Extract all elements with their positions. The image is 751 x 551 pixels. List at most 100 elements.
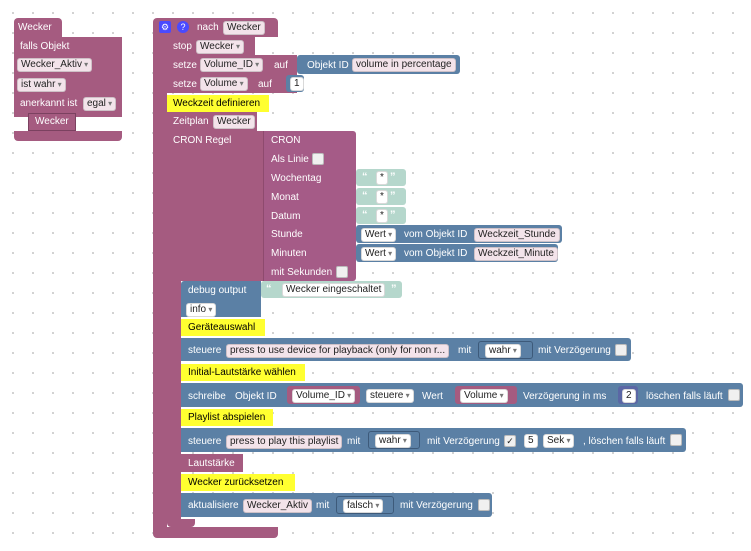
set2-label: setze xyxy=(173,79,197,90)
set2-number-field[interactable]: 1 xyxy=(290,77,304,91)
gear-icon[interactable]: ⚙ xyxy=(159,21,171,33)
trigger-condition-label: falls Objekt xyxy=(20,41,70,52)
comment-playlist-text: Playlist abspielen xyxy=(188,412,266,423)
comment-device[interactable] xyxy=(181,319,265,336)
hour-value-dropdown[interactable]: Wert xyxy=(361,228,397,242)
object-id-field[interactable]: volume in percentage xyxy=(352,58,456,72)
cron-month-label: Monat xyxy=(271,192,299,203)
ctrl2-unit-dropdown[interactable]: Sek xyxy=(543,434,575,448)
trigger-ack-label: anerkannt ist xyxy=(20,98,78,109)
schedule-inner-rail xyxy=(167,281,181,519)
ctrl1-label: steuere xyxy=(188,345,222,356)
month-star-field[interactable]: * xyxy=(376,190,388,204)
write-value-label: Wert xyxy=(422,391,443,402)
trigger-inner-block[interactable] xyxy=(28,113,76,131)
update-var-field[interactable]: Wecker_Aktiv xyxy=(243,499,312,513)
timeout-after-label: nach xyxy=(197,22,219,33)
ctrl2-number-field[interactable]: 5 xyxy=(524,434,538,448)
cron-title: CRON xyxy=(271,135,301,146)
comment-volume-text: Initial-Lautstärke wählen xyxy=(188,367,296,378)
comment-wake-text: Weckzeit definieren xyxy=(173,98,261,109)
ctrl1-with-label: mit xyxy=(458,345,472,356)
timeout-left-rail xyxy=(153,37,167,527)
debug-level-dropdown[interactable]: info xyxy=(186,303,217,317)
minute-from-object-label: vom Objekt ID xyxy=(404,248,468,259)
set1-variable-dropdown[interactable]: Volume_ID xyxy=(200,58,264,72)
cron-rule-label: CRON Regel xyxy=(173,135,232,146)
write-label: schreibe xyxy=(188,391,226,402)
minute-value-dropdown[interactable]: Wert xyxy=(361,247,397,261)
hour-object-field[interactable]: Weckzeit_Stunde xyxy=(474,228,560,242)
set2-variable-dropdown[interactable]: Volume xyxy=(200,77,248,91)
stop-name-dropdown[interactable]: Wecker xyxy=(196,40,244,54)
ctrl1-value-dropdown[interactable]: wahr xyxy=(485,344,521,358)
object-id-label: Objekt ID xyxy=(307,60,349,71)
ctrl2-with-label: mit xyxy=(347,436,361,447)
update-label: aktualisiere xyxy=(188,500,239,511)
comment-volume[interactable] xyxy=(181,364,305,381)
update-delay-label: mit Verzögerung xyxy=(400,500,473,511)
ctrl2-value-dropdown[interactable]: wahr xyxy=(375,434,411,448)
weekday-open-quote: “ xyxy=(362,171,368,183)
cron-block[interactable] xyxy=(263,131,356,281)
trigger-block-wecker[interactable] xyxy=(14,18,62,37)
write-ms-field[interactable]: 2 xyxy=(622,389,636,403)
write-value-dropdown[interactable]: Volume xyxy=(460,389,508,403)
ctrl1-delay-label: mit Verzögerung xyxy=(538,345,611,356)
date-close-quote: ” xyxy=(390,209,396,221)
write-clear-label: löschen falls läuft xyxy=(646,391,723,402)
volume-block[interactable] xyxy=(181,454,243,472)
schedule-name-field[interactable]: Wecker xyxy=(213,115,255,129)
cron-hour-label: Stunde xyxy=(271,229,303,240)
write-clear-checkbox[interactable] xyxy=(728,389,740,401)
write-var-dropdown[interactable]: Volume_ID xyxy=(292,389,356,403)
trigger-footer xyxy=(14,131,122,141)
debug-label: debug output xyxy=(188,285,247,296)
cron-date-label: Datum xyxy=(271,211,301,222)
update-with-label: mit xyxy=(316,500,330,511)
trigger-object-field[interactable]: Wecker_Aktiv xyxy=(17,58,93,72)
trigger-ack-dropdown[interactable]: egal xyxy=(83,97,117,111)
cron-minute-label: Minuten xyxy=(271,248,307,259)
help-icon[interactable]: ? xyxy=(177,21,189,33)
timeout-name-field[interactable]: Wecker xyxy=(223,21,265,35)
write-delay-label: Verzögerung in ms xyxy=(523,391,607,402)
trigger-inner-label: Wecker xyxy=(35,116,69,127)
update-delay-checkbox[interactable] xyxy=(478,499,490,511)
comment-reset-text: Wecker zurücksetzen xyxy=(188,477,284,488)
ctrl1-delay-checkbox[interactable] xyxy=(615,344,627,356)
comment-playlist[interactable] xyxy=(181,409,273,426)
ctrl2-delay-checkbox[interactable]: ✓ xyxy=(504,435,516,447)
trigger-title: Wecker xyxy=(18,22,52,33)
trigger-state-dropdown[interactable]: ist wahr xyxy=(17,78,66,92)
minute-object-field[interactable]: Weckzeit_Minute xyxy=(474,247,558,261)
set1-on-label: auf xyxy=(274,60,288,71)
month-close-quote: ” xyxy=(390,190,396,202)
date-star-field[interactable]: * xyxy=(376,209,388,223)
write-mode-dropdown[interactable]: steuere xyxy=(366,389,414,403)
date-open-quote: “ xyxy=(362,209,368,221)
comment-device-text: Geräteauswahl xyxy=(188,322,256,333)
comment-wake-time[interactable] xyxy=(167,95,269,112)
write-object-label: Objekt ID xyxy=(235,391,277,402)
debug-open-quote: “ xyxy=(266,283,272,295)
cron-line-label: Als Linie xyxy=(271,154,309,165)
timeout-footer xyxy=(153,527,278,538)
cron-seconds-checkbox[interactable] xyxy=(336,266,348,278)
cron-line-checkbox[interactable] xyxy=(312,153,324,165)
set1-label: setze xyxy=(173,60,197,71)
ctrl1-object-field[interactable]: press to use device for playback (only f… xyxy=(226,344,450,358)
weekday-close-quote: ” xyxy=(390,171,396,183)
weekday-star-field[interactable]: * xyxy=(376,171,388,185)
debug-close-quote: ” xyxy=(391,283,397,295)
comment-reset[interactable] xyxy=(181,474,295,491)
ctrl2-clear-checkbox[interactable] xyxy=(670,434,682,446)
volume-label: Lautstärke xyxy=(188,458,235,469)
schedule-footer xyxy=(167,519,195,527)
ctrl2-object-field[interactable]: press to play this playlist xyxy=(226,435,343,449)
update-value-dropdown[interactable]: falsch xyxy=(343,499,384,513)
debug-text-field[interactable]: Wecker eingeschaltet xyxy=(282,283,386,297)
month-open-quote: “ xyxy=(362,190,368,202)
ctrl2-delay-label: mit Verzögerung xyxy=(427,436,500,447)
stop-label: stop xyxy=(173,41,192,52)
